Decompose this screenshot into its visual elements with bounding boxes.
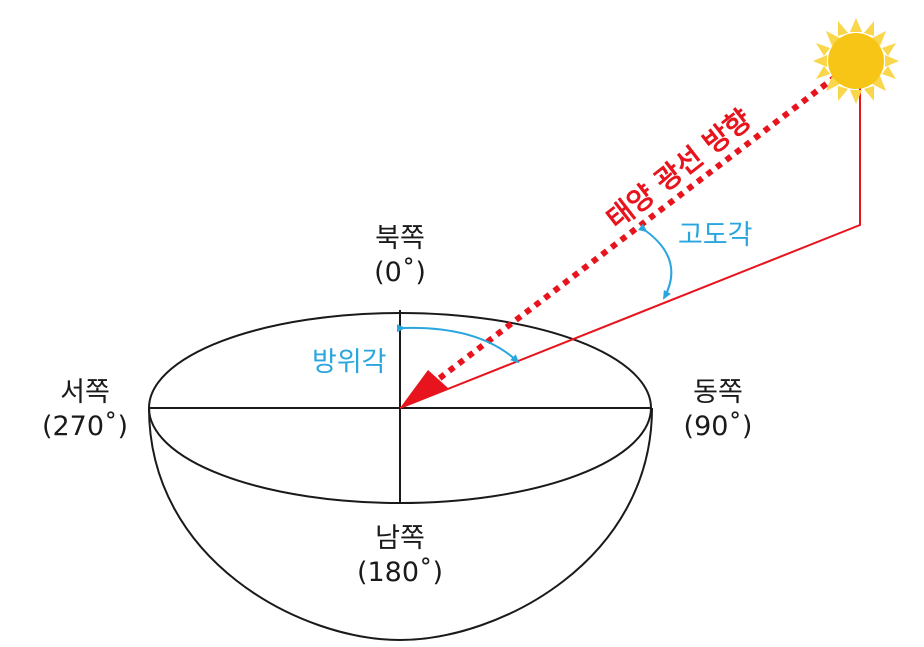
north-label: 북쪽 (0˚) [344, 222, 456, 290]
south-degrees: (180˚) [356, 557, 444, 588]
east-name: 동쪽 [693, 377, 743, 408]
altitude-arc [637, 223, 673, 300]
north-name: 북쪽 [375, 223, 425, 254]
sun-projection-line [399, 70, 861, 409]
sun-icon [813, 18, 899, 104]
sun-ray-arrowhead-body [400, 370, 448, 408]
south-name: 남쪽 [375, 523, 425, 554]
west-label: 서쪽 (270˚) [18, 376, 152, 444]
hemisphere-bowl [148, 407, 653, 642]
east-label: 동쪽 (90˚) [658, 376, 778, 444]
south-label: 남쪽 (180˚) [330, 522, 470, 590]
sun-ray-line [430, 59, 857, 387]
north-degrees: (0˚) [374, 257, 426, 288]
west-degrees: (270˚) [41, 411, 129, 442]
azimuth-arc [396, 324, 520, 364]
west-name: 서쪽 [60, 377, 110, 408]
east-degrees: (90˚) [683, 411, 753, 442]
altitude-label: 고도각 [678, 220, 753, 251]
azimuth-label: 방위각 [312, 347, 387, 378]
